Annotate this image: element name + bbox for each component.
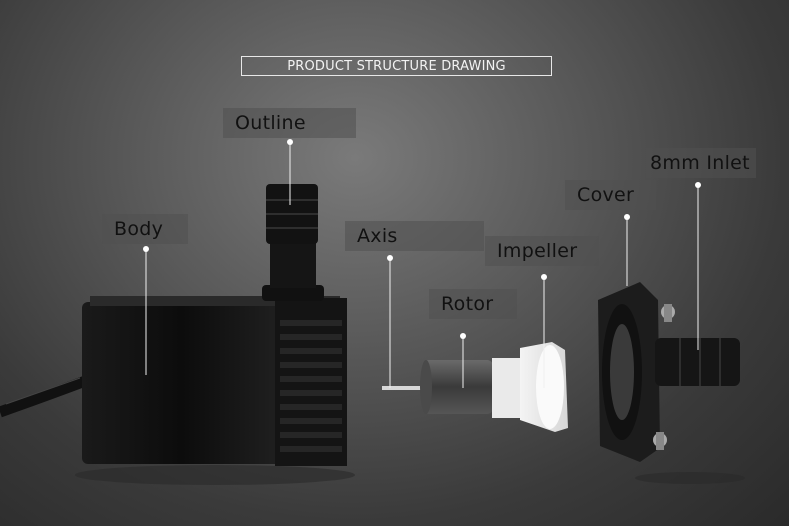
label-axis: Axis — [345, 221, 484, 251]
label-impeller: Impeller — [485, 236, 599, 266]
power-cable — [0, 374, 90, 418]
pump-body — [75, 184, 355, 485]
rotor-part — [420, 360, 493, 414]
label-rotor: Rotor — [429, 289, 517, 319]
cover-part — [598, 282, 745, 484]
label-body: Body — [102, 214, 188, 244]
label-inlet: 8mm Inlet — [646, 148, 756, 178]
leader-lines — [143, 139, 701, 388]
label-cover: Cover — [565, 180, 656, 210]
label-outline: Outline — [223, 108, 356, 138]
page-title: PRODUCT STRUCTURE DRAWING — [241, 56, 552, 76]
impeller-part — [492, 342, 568, 432]
